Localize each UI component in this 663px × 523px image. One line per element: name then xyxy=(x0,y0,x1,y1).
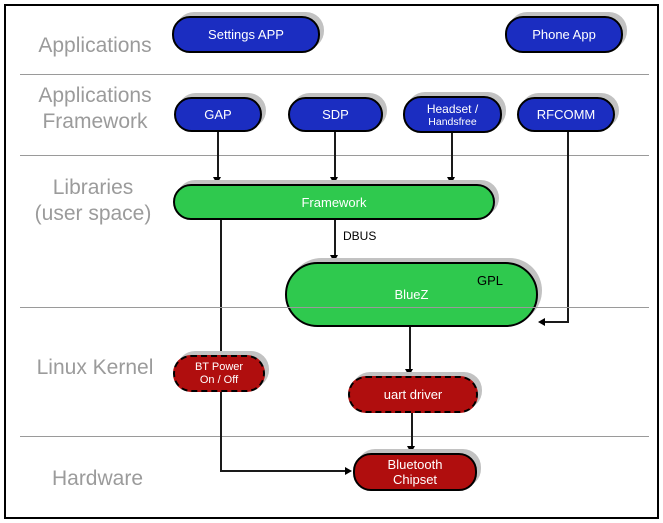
node-phone-app: Phone App xyxy=(505,16,623,53)
node-bluetooth-chipset-line2: Chipset xyxy=(392,472,438,487)
edge-framework-chipset-vline xyxy=(220,220,222,472)
divider-libraries-kernel xyxy=(20,307,649,308)
edge-sdp-framework-arrowhead xyxy=(330,177,338,184)
layer-label-applications: Applications xyxy=(38,34,152,57)
node-rfcomm-label: RFCOMM xyxy=(536,107,596,122)
edge-uart-chipset-arrowhead xyxy=(407,446,415,453)
edge-framework-chipset-hline xyxy=(221,470,345,472)
edge-framework-bluez-arrowhead xyxy=(330,255,338,262)
edge-gap-framework-line xyxy=(217,132,219,178)
node-bt-power: BT Power On / Off xyxy=(173,355,265,392)
divider-applications xyxy=(20,74,649,75)
edge-headset-framework-arrowhead xyxy=(447,177,455,184)
layer-label-applications-framework-line1: Applications xyxy=(38,84,152,107)
node-sdp: SDP xyxy=(288,97,383,132)
node-framework: Framework xyxy=(173,184,495,220)
edge-sdp-framework-line xyxy=(334,132,336,178)
node-phone-app-label: Phone App xyxy=(532,27,596,42)
divider-kernel-hardware xyxy=(20,436,649,437)
node-settings-app: Settings APP xyxy=(172,16,320,53)
node-bluetooth-chipset-line1: Bluetooth xyxy=(387,457,443,472)
node-gap-label: GAP xyxy=(204,107,232,122)
node-bluez-gpl-annotation: GPL xyxy=(476,273,503,288)
layer-label-linux-kernel: Linux Kernel xyxy=(36,356,154,379)
node-bt-power-line2: On / Off xyxy=(199,373,239,386)
node-bluez-label: BlueZ xyxy=(394,287,429,302)
node-bluez: BlueZ GPL xyxy=(285,262,538,327)
node-settings-app-label: Settings APP xyxy=(208,27,284,42)
node-sdp-label: SDP xyxy=(322,107,349,122)
edge-gap-framework-arrowhead xyxy=(213,177,221,184)
edge-framework-chipset-arrowhead xyxy=(345,467,352,475)
edge-rfcomm-bluez-vline xyxy=(567,132,569,323)
edge-bluez-uart-line xyxy=(409,327,411,369)
edge-rfcomm-bluez-arrowhead xyxy=(538,318,545,326)
diagram-border xyxy=(4,4,659,519)
node-framework-label: Framework xyxy=(301,194,367,210)
layer-label-libraries-line2: (user space) xyxy=(34,202,152,225)
edge-framework-bluez-line xyxy=(334,220,336,256)
edge-rfcomm-bluez-hline xyxy=(545,321,569,323)
edge-bluez-uart-arrowhead xyxy=(405,369,413,376)
edge-headset-framework-line xyxy=(451,133,453,178)
edge-label-dbus: DBUS xyxy=(343,229,377,243)
node-headset-handsfree: Headset / Handsfree xyxy=(403,96,502,133)
node-bt-power-line1: BT Power xyxy=(194,360,244,373)
node-uart-driver-label: uart driver xyxy=(383,387,443,402)
layer-label-libraries-line1: Libraries xyxy=(52,176,134,199)
node-headset-handsfree-line1: Headset / xyxy=(426,101,479,116)
node-uart-driver: uart driver xyxy=(348,376,478,413)
node-bluetooth-chipset: Bluetooth Chipset xyxy=(353,453,477,491)
layer-label-applications-framework: Applications Framework xyxy=(20,83,170,135)
node-gap: GAP xyxy=(174,97,262,132)
node-headset-handsfree-line2: Handsfree xyxy=(428,115,477,128)
edge-uart-chipset-line xyxy=(411,413,413,447)
node-rfcomm: RFCOMM xyxy=(517,97,615,132)
layer-label-applications-framework-line2: Framework xyxy=(42,110,148,133)
layer-label-hardware: Hardware xyxy=(51,467,144,490)
layer-label-libraries: Libraries (user space) xyxy=(12,175,174,227)
